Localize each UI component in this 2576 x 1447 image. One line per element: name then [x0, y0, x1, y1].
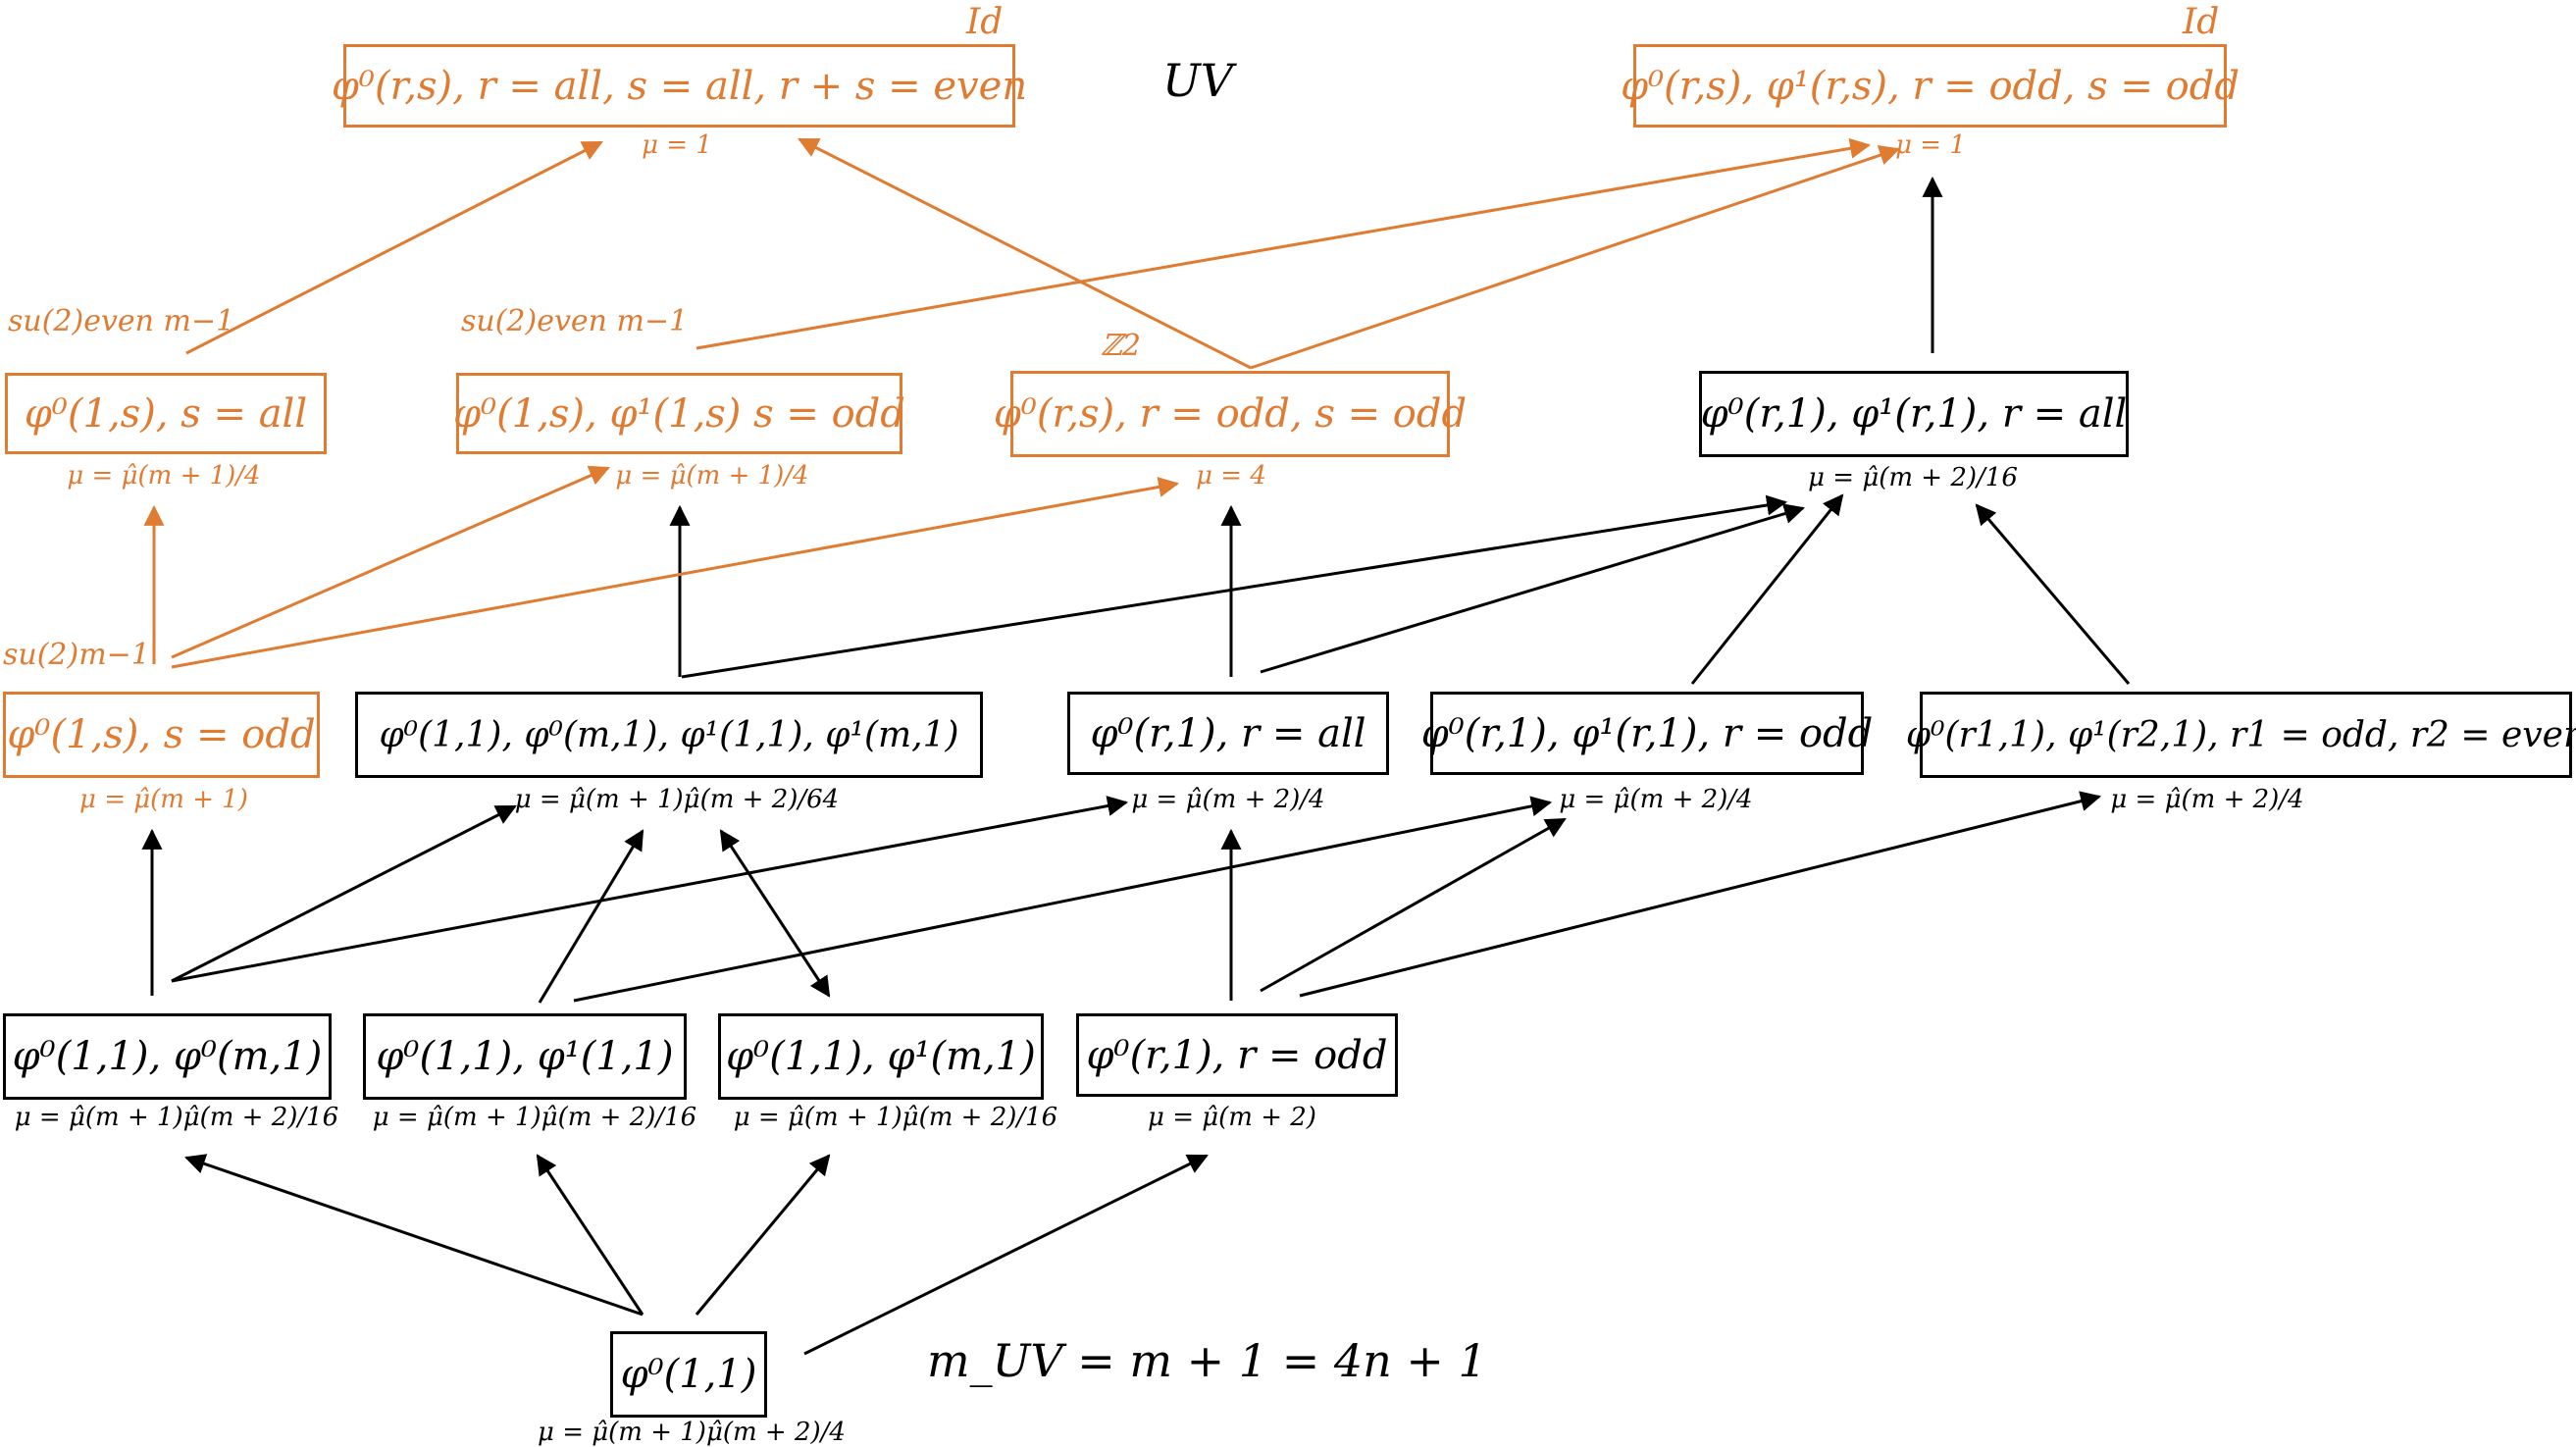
mu-r4: μ = μ̂(m + 2)/4: [1559, 785, 1753, 814]
mu-m1: μ = μ̂(m + 1)/4: [67, 461, 261, 491]
mu-r5: μ = μ̂(m + 2)/4: [2110, 785, 2304, 814]
mu-s2: μ = μ̂(m + 1)μ̂(m + 2)/16: [372, 1103, 697, 1132]
arrow: [798, 137, 1252, 370]
node-m2: φ⁰(1,s), φ¹(1,s) s = odd: [453, 373, 905, 454]
node-r2: φ⁰(1,1), φ⁰(m,1), φ¹(1,1), φ¹(m,1): [355, 692, 983, 778]
label-r1: su(2)m−1: [3, 638, 150, 672]
arrow: [171, 477, 1180, 669]
mu-m2: μ = μ̂(m + 1)/4: [615, 461, 809, 491]
uv-label: UV: [1162, 54, 1233, 107]
arrow: [171, 804, 517, 983]
node-r3: φ⁰(r,1), r = all: [1067, 692, 1389, 775]
node-s3: φ⁰(1,1), φ¹(m,1): [718, 1013, 1044, 1100]
node-m4: φ⁰(r,1), φ¹(r,1), r = all: [1699, 371, 2129, 457]
muv-relation: m_UV = m + 1 = 4n + 1: [927, 1334, 1487, 1387]
mu-r2: μ = μ̂(m + 1)μ̂(m + 2)/64: [514, 785, 840, 814]
node-top-left: φ⁰(r,s), r = all, s = all, r + s = even: [332, 44, 1027, 128]
label-m1: su(2)even m−1: [8, 304, 235, 338]
node-bottom: φ⁰(1,1): [610, 1331, 767, 1418]
node-s1: φ⁰(1,1), φ⁰(m,1): [3, 1013, 332, 1100]
arrow: [1250, 145, 1900, 370]
arrow: [171, 796, 1129, 983]
arrow: [1260, 817, 1567, 993]
arrow: [1299, 791, 2102, 998]
arrow: [536, 1154, 644, 1316]
mu-r1: μ = μ̂(m + 1): [79, 785, 248, 814]
arrow: [171, 465, 610, 659]
node-top-right: φ⁰(r,s), φ¹(r,s), r = odd, s = odd: [1621, 44, 2240, 128]
mu-s4: μ = μ̂(m + 2): [1148, 1103, 1316, 1132]
node-m3: φ⁰(r,s), r = odd, s = odd: [994, 371, 1467, 457]
node-r1: φ⁰(1,s), s = odd: [3, 692, 320, 778]
arrow: [719, 829, 831, 998]
arrow: [185, 140, 603, 355]
arrow: [696, 137, 1872, 350]
mu-top-right: μ = 1: [1895, 130, 1966, 160]
node-s4: φ⁰(r,1), r = odd: [1076, 1013, 1398, 1097]
arrow: [681, 494, 1788, 679]
mu-top-left: μ = 1: [642, 130, 712, 160]
id-right-label: Id: [2183, 2, 2220, 42]
arrow: [1260, 503, 1806, 674]
arrow: [538, 829, 644, 1004]
node-m1: φ⁰(1,s), s = all: [5, 373, 327, 454]
mu-m3: μ = 4: [1196, 461, 1266, 491]
node-r4: φ⁰(r,1), φ¹(r,1), r = odd: [1421, 692, 1873, 775]
label-m3: ℤ2: [1101, 329, 1141, 363]
id-left-label: Id: [966, 2, 1004, 42]
arrow: [184, 1154, 644, 1317]
mu-s1: μ = μ̂(m + 1)μ̂(m + 2)/16: [14, 1103, 339, 1132]
mu-r3: μ = μ̂(m + 2)/4: [1131, 785, 1325, 814]
arrow: [1975, 503, 2131, 685]
node-s2: φ⁰(1,1), φ¹(1,1): [363, 1013, 687, 1100]
mu-m4: μ = μ̂(m + 2)/16: [1808, 463, 2018, 492]
arrow: [1690, 493, 1844, 685]
mu-s3: μ = μ̂(m + 1)μ̂(m + 2)/16: [733, 1103, 1058, 1132]
mu-bottom: μ = μ̂(m + 1)μ̂(m + 2)/4: [538, 1418, 846, 1447]
node-r5: φ⁰(r1,1), φ¹(r2,1), r1 = odd, r2 = even: [1906, 692, 2576, 778]
label-m2: su(2)even m−1: [461, 304, 689, 338]
arrow: [803, 1154, 1209, 1356]
arrow: [695, 1154, 831, 1316]
